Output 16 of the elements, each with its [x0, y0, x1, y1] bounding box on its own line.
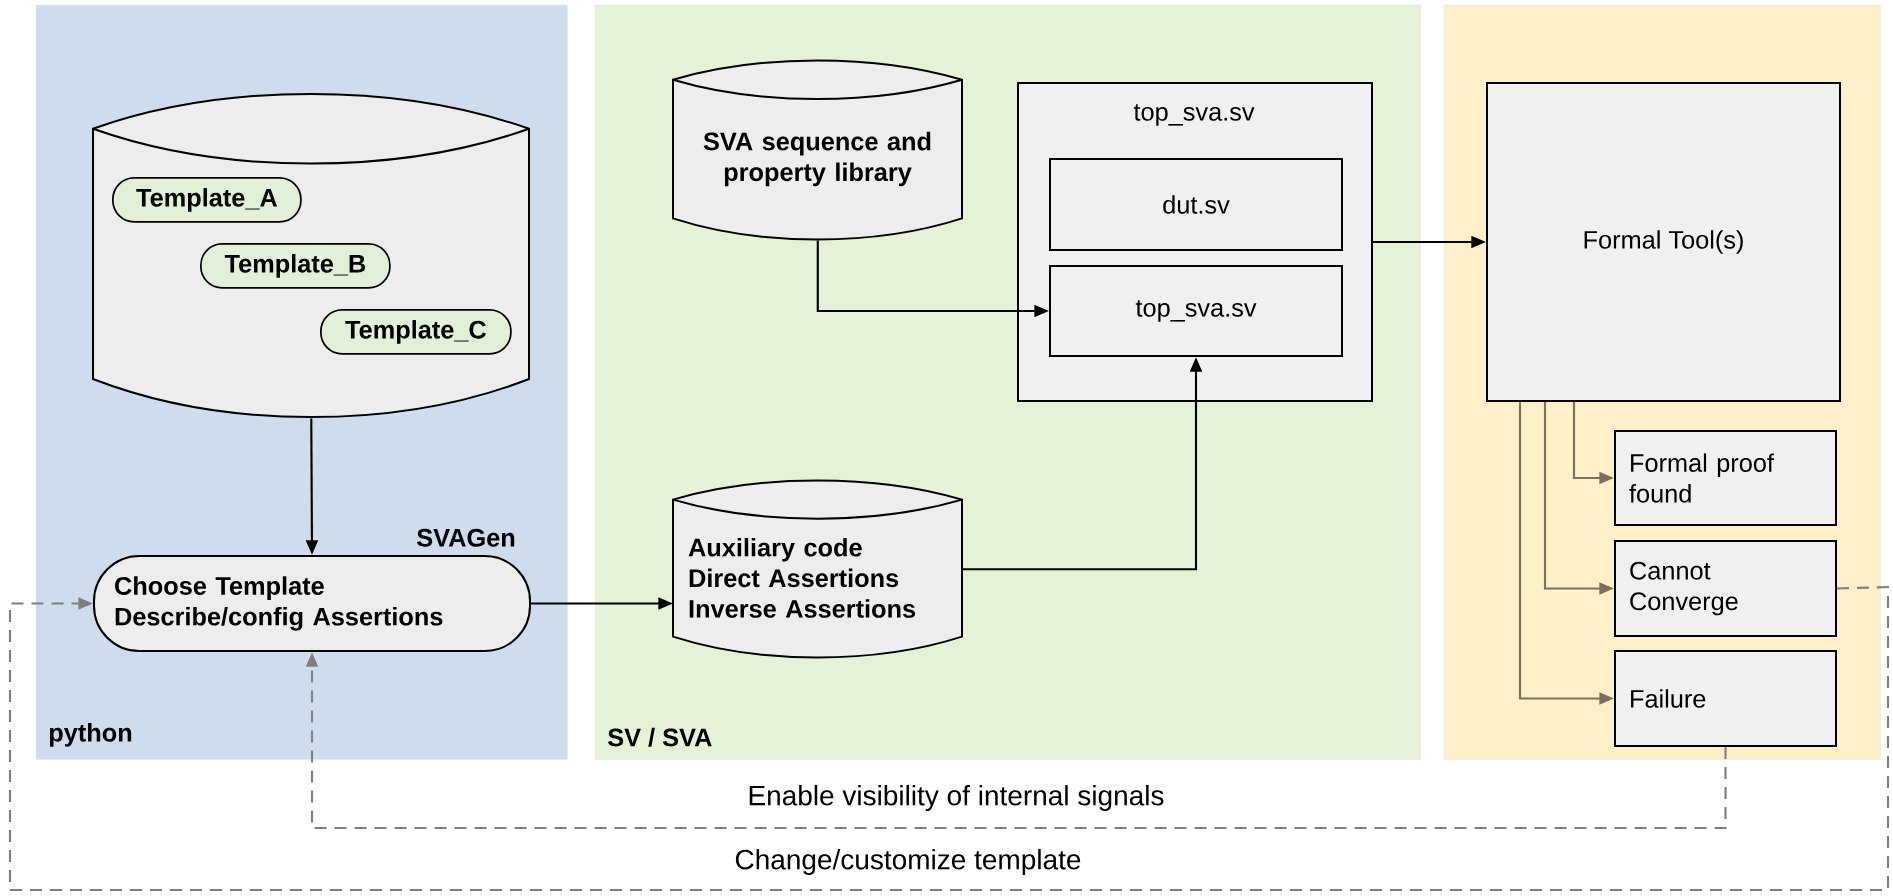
dashed-arrow: [8, 585, 1890, 892]
file-box: dut.sv: [1049, 158, 1343, 251]
edge-label: Change/customize template: [731, 846, 1085, 878]
result-box: Cannot Converge: [1614, 540, 1837, 637]
template-pill: Template_C: [320, 309, 512, 355]
edge-label: Enable visibility of internal signals: [744, 782, 1168, 814]
result-box: Failure: [1614, 650, 1837, 747]
template-pill: Template_A: [112, 177, 302, 223]
file-box: top_sva.sv: [1049, 265, 1343, 357]
node-caption: SVAGen: [417, 528, 515, 547]
result-box: Formal proof found: [1614, 430, 1837, 526]
process-terminator: Choose Template Describe/config Assertions: [93, 555, 531, 652]
database-cylinder: SVA sequence and property library: [672, 59, 963, 241]
template-pill: Template_B: [200, 243, 391, 289]
file-box: Formal Tool(s): [1486, 82, 1841, 402]
database-cylinder: Auxiliary code Direct Assertions Inverse Assertions: [672, 479, 963, 659]
